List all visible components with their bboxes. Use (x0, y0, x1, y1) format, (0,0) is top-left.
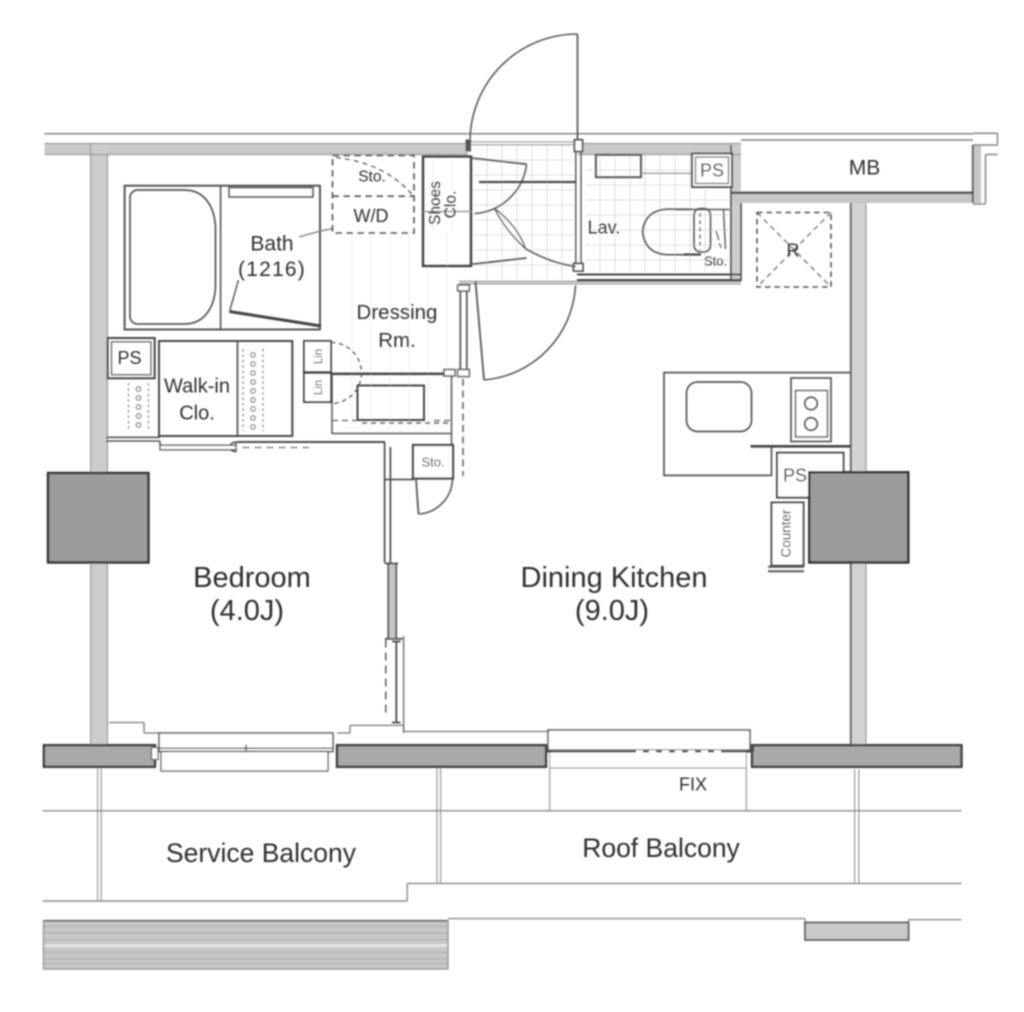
svg-text:(4.0J): (4.0J) (210, 595, 284, 627)
svg-text:W/D: W/D (354, 206, 389, 226)
svg-text:(9.0J): (9.0J) (575, 595, 649, 627)
svg-text:Service Balcony: Service Balcony (166, 838, 357, 868)
svg-text:FIX: FIX (679, 775, 707, 795)
svg-text:(1216): (1216) (238, 258, 306, 281)
svg-text:Roof Balcony: Roof Balcony (582, 833, 740, 863)
svg-text:MB: MB (849, 157, 881, 180)
svg-text:PS: PS (783, 466, 807, 486)
svg-text:Dressing: Dressing (357, 301, 438, 324)
svg-text:R: R (787, 241, 800, 261)
svg-text:Dining Kitchen: Dining Kitchen (521, 562, 708, 594)
svg-text:Bath: Bath (250, 233, 293, 256)
svg-text:Sto.: Sto. (358, 169, 386, 186)
svg-text:Clo.: Clo. (179, 403, 215, 425)
svg-text:Counter: Counter (779, 509, 794, 558)
svg-text:Lav.: Lav. (588, 218, 621, 238)
svg-text:Bedroom: Bedroom (193, 562, 311, 594)
svg-text:Sto.: Sto. (704, 254, 727, 269)
svg-text:Rm.: Rm. (378, 329, 416, 352)
svg-text:PS: PS (700, 161, 724, 181)
svg-text:Sto.: Sto. (421, 455, 444, 470)
svg-text:Lin: Lin (313, 380, 325, 395)
svg-text:Shoes: Shoes (427, 181, 444, 225)
svg-text:Lin: Lin (313, 349, 325, 364)
svg-text:Clo.: Clo. (443, 191, 460, 219)
svg-text:PS: PS (117, 348, 141, 368)
svg-text:Walk-in: Walk-in (164, 376, 230, 398)
